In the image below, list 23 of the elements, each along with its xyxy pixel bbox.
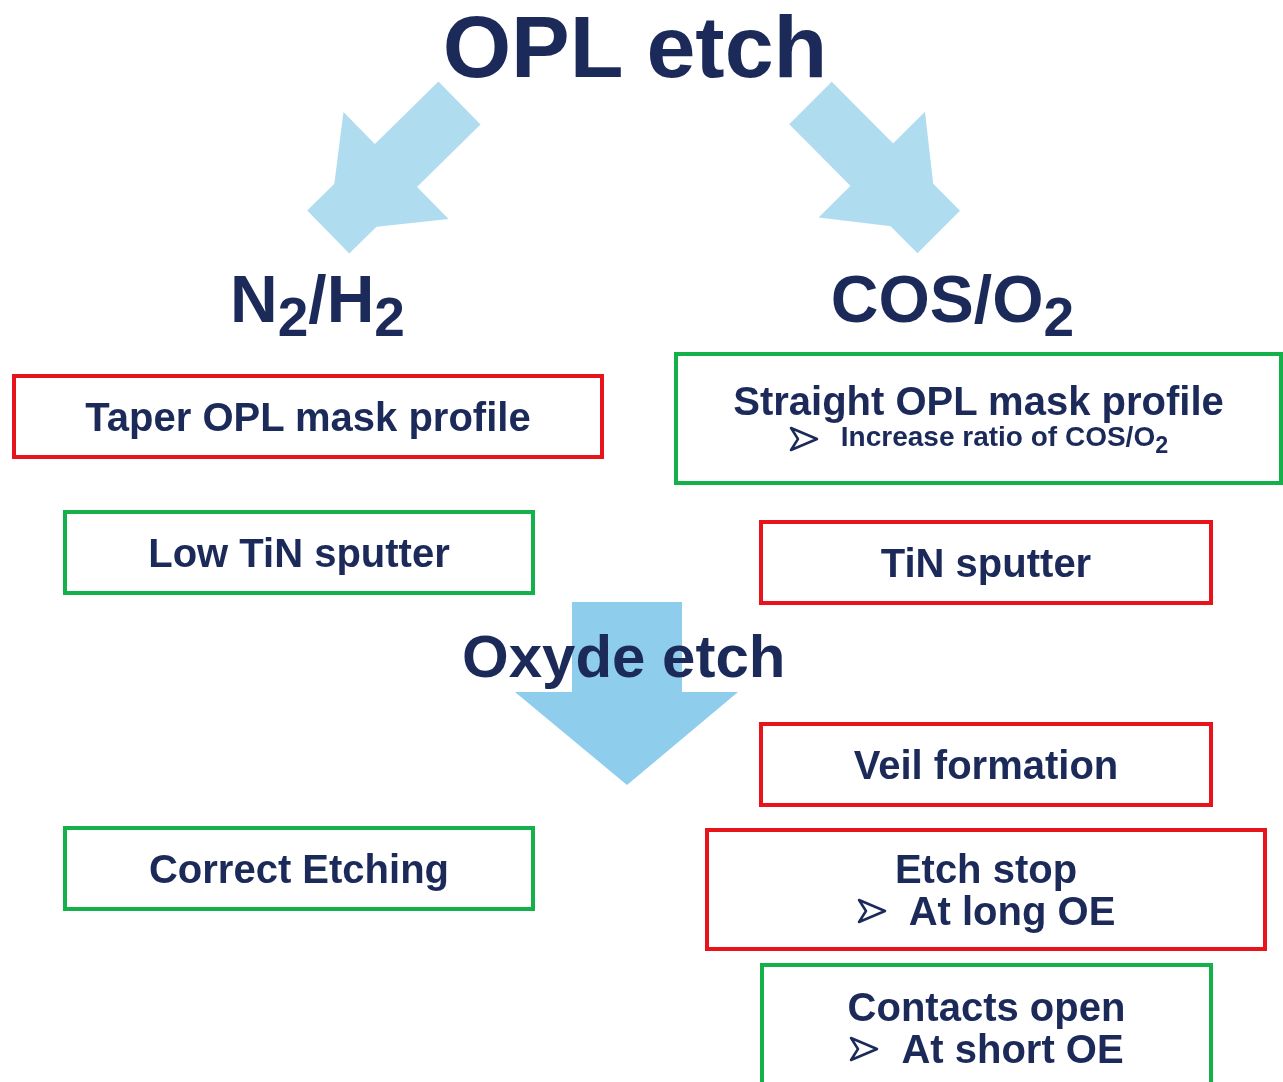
box-text: Contacts open xyxy=(847,986,1126,1028)
arrow xyxy=(307,81,481,254)
box-text: Taper OPL mask profile xyxy=(85,395,531,438)
box-text: Straight OPL mask profile xyxy=(733,379,1224,422)
box-text: Correct Etching xyxy=(148,847,449,890)
step-label: Oxyde etch xyxy=(462,622,786,691)
result-box xyxy=(63,510,535,595)
gas-label: COS/O$_{2}$ xyxy=(815,262,1090,350)
heading-text: OPL etch xyxy=(440,0,830,95)
gas-label: N$_{2}$/H$_{2}$ xyxy=(210,262,425,350)
bullet-text: At short OE xyxy=(901,1028,1124,1070)
arrow xyxy=(789,81,960,254)
box-text: Low TiN sputter xyxy=(148,531,450,574)
result-box xyxy=(674,352,1283,485)
result-box xyxy=(705,828,1267,951)
result-box xyxy=(760,963,1213,1082)
box-text: Etch stop xyxy=(894,847,1078,890)
result-box xyxy=(63,826,535,911)
result-box xyxy=(12,374,604,459)
box-text: Veil formation xyxy=(853,743,1119,786)
box-text: TiN sputter xyxy=(880,541,1092,584)
result-box xyxy=(759,520,1213,605)
result-box xyxy=(759,722,1213,807)
